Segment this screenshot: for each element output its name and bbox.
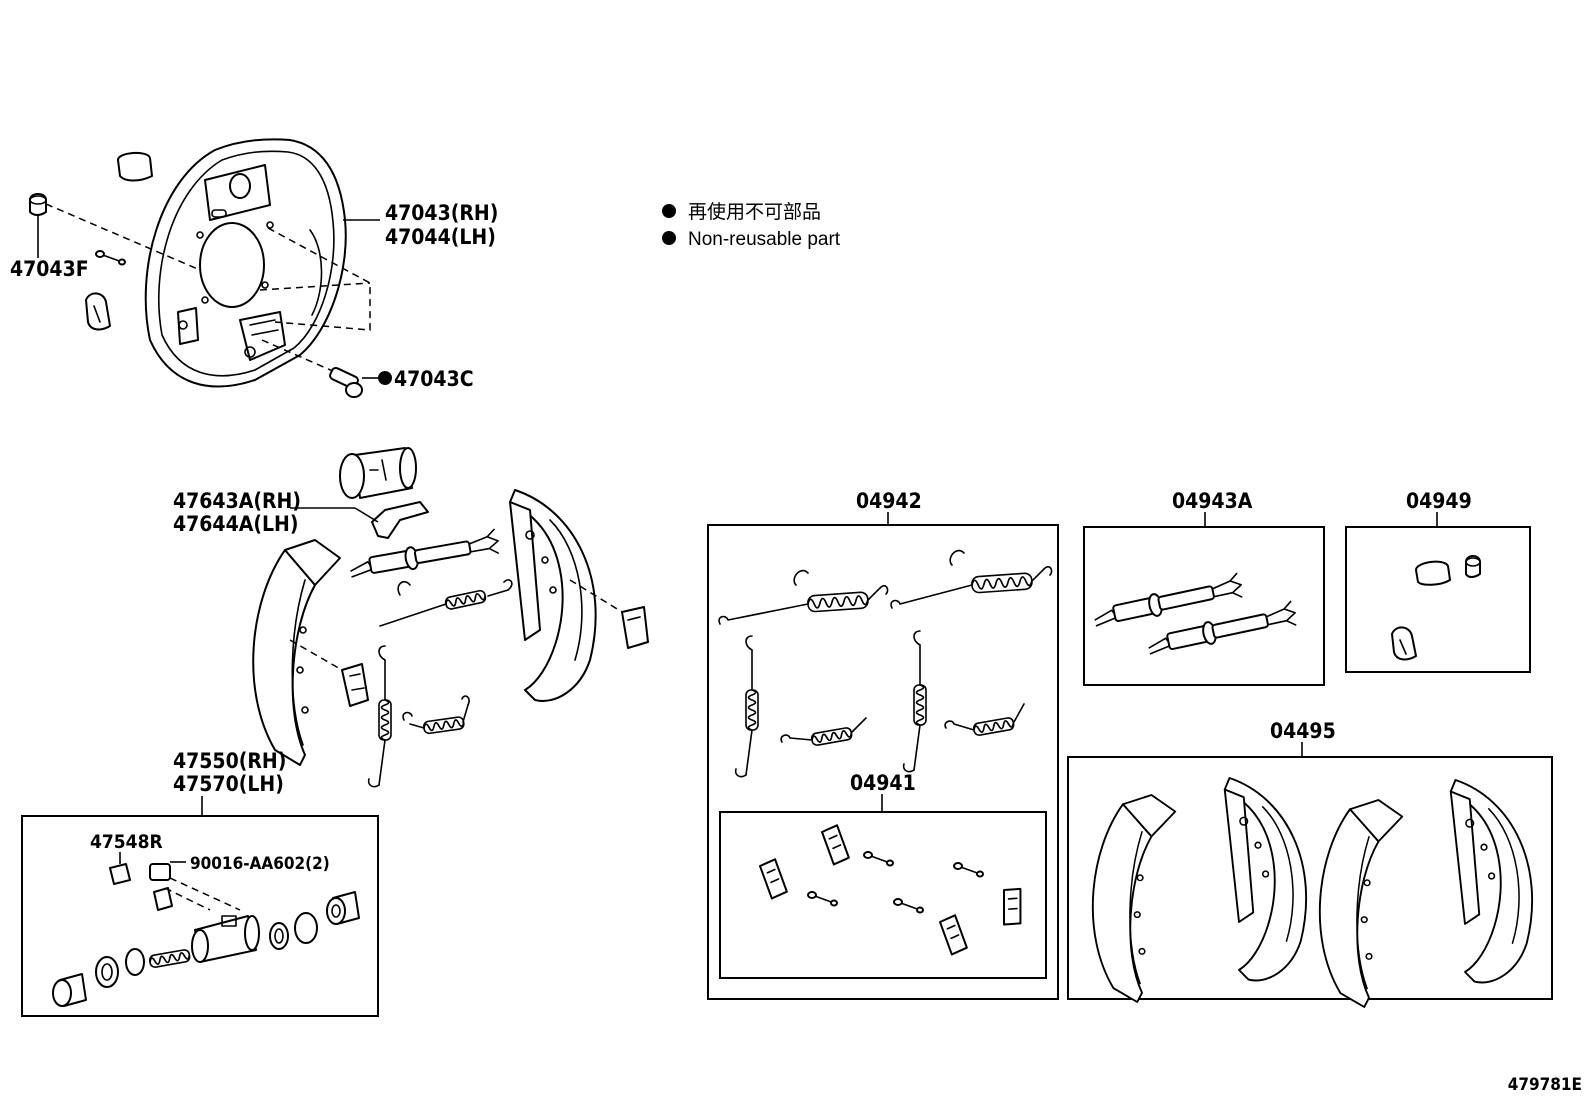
kit-04495-shoe — [1223, 777, 1308, 982]
callout-04941: 04941 — [850, 771, 916, 795]
brake-shoe-right-drawing — [509, 489, 597, 702]
kit-04942-box — [707, 524, 1059, 1000]
kit-04495-shoe — [1091, 794, 1177, 1003]
figure-id: 479781E — [1508, 1075, 1582, 1095]
clip-drawing — [85, 292, 111, 331]
callout-04942: 04942 — [856, 489, 922, 513]
callout-04949: 04949 — [1406, 489, 1472, 513]
kit-04941-parts — [758, 823, 1028, 957]
kit-04941-box — [719, 811, 1047, 979]
plug-drawing — [117, 152, 153, 182]
shoe-clip-drawing — [621, 606, 649, 649]
kit-04949-box — [1345, 526, 1531, 673]
kit-04942-springs — [718, 549, 1053, 777]
legend-text-en: Non-reusable part — [688, 229, 841, 250]
adjusting-spring-drawing — [402, 695, 470, 735]
kit-04949-parts — [1391, 555, 1481, 661]
adjuster-strut-drawing — [347, 528, 502, 581]
kit-04495-shoe — [1318, 799, 1404, 1008]
wheel-cylinder-drawing — [339, 447, 417, 499]
kit-04943A-strut — [1090, 572, 1245, 630]
backing-plate-drawing — [144, 138, 347, 388]
callout-90016-AA602: 90016-AA602(2) — [190, 854, 330, 874]
return-spring-drawing — [379, 579, 513, 627]
callout-47043-rh: 47043(RH) — [385, 201, 498, 225]
legend-text-ja: 再使用不可部品 — [688, 201, 821, 223]
non-reusable-bullet-icon — [662, 231, 676, 245]
grommet-drawing — [29, 193, 47, 216]
brake-shoe-left-drawing — [252, 539, 341, 766]
callout-47570-lh: 47570(LH) — [173, 772, 284, 796]
legend: 再使用不可部品 Non-reusable part — [662, 201, 841, 250]
non-reusable-bullet-icon — [378, 371, 392, 385]
kit-04943A-strut — [1144, 600, 1299, 658]
callout-47644A-lh: 47644A(LH) — [173, 512, 298, 536]
non-reusable-bullet-icon — [662, 204, 676, 218]
wheel-cylinder-box — [21, 815, 379, 1017]
kit-04943A-box — [1083, 526, 1325, 686]
kit-04495-box — [1067, 756, 1553, 1000]
callout-47043F: 47043F — [10, 257, 89, 281]
lever-drawing — [371, 501, 429, 539]
callout-47043C: 47043C — [394, 367, 474, 391]
callout-47550-rh: 47550(RH) — [173, 749, 286, 773]
bolt-drawing — [95, 250, 126, 266]
hold-down-spring-drawing — [369, 646, 391, 787]
kit-04495-shoe — [1449, 779, 1534, 984]
callout-47643A-rh: 47643A(RH) — [173, 489, 301, 513]
hold-down-clip-drawing — [341, 663, 369, 707]
callout-04495: 04495 — [1270, 719, 1336, 743]
callout-47044-lh: 47044(LH) — [385, 225, 496, 249]
callout-47548R: 47548R — [90, 831, 163, 853]
bolt-47043C-drawing — [329, 366, 363, 398]
callout-04943A: 04943A — [1172, 489, 1253, 513]
